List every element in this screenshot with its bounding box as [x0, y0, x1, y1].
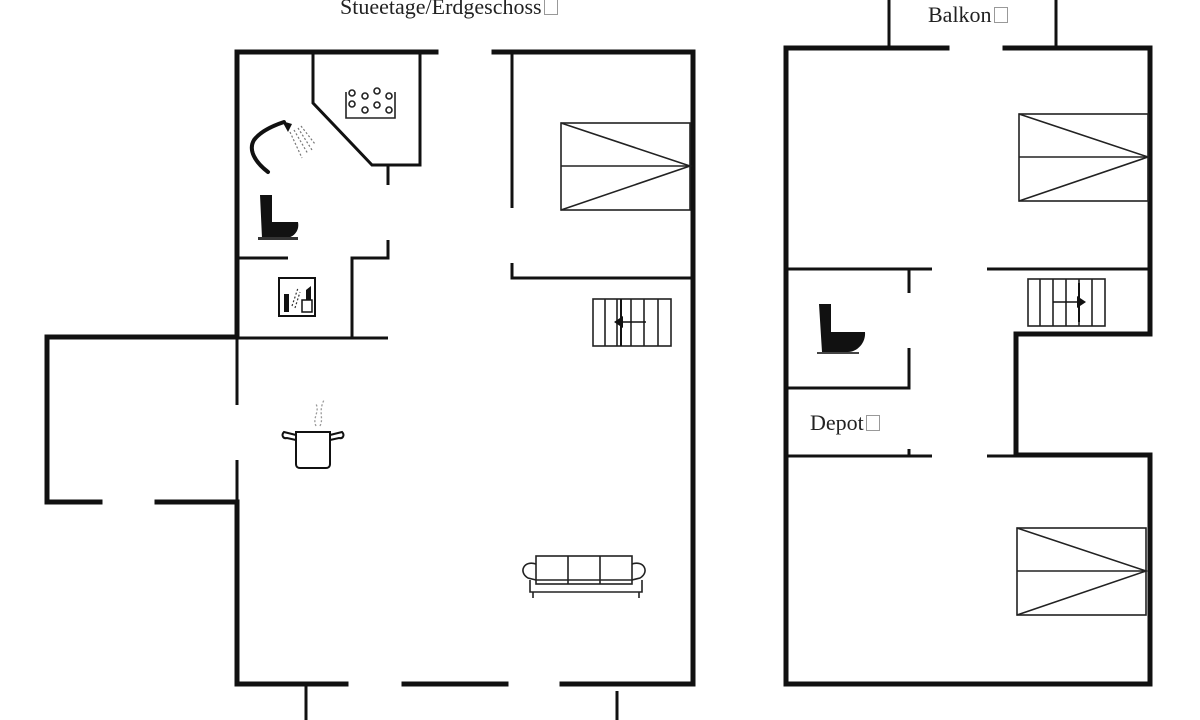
depot-label: Depot [810, 412, 880, 434]
missing-glyph-icon [993, 7, 1008, 23]
ground-exterior-walls [44, 49, 696, 687]
missing-glyph-icon [543, 0, 558, 15]
ground-floor-title-text: Stueetage/Erdgeschoss [340, 0, 542, 19]
stairs-up-icon [1027, 278, 1106, 327]
ground-floor-plan [44, 49, 696, 720]
jacuzzi-icon [345, 87, 396, 119]
balcony-label: Balkon [928, 4, 1008, 26]
ground-interior-walls [235, 54, 691, 720]
toilet-icon [817, 304, 866, 354]
double-bed-icon [1016, 527, 1149, 616]
balcony-label-text: Balkon [928, 2, 992, 27]
upper-exterior-walls [783, 45, 1153, 687]
upper-floor-plan [783, 0, 1153, 687]
sofa-icon [522, 555, 646, 598]
cooking-pot-icon [281, 399, 345, 469]
upper-interior-walls [788, 267, 1148, 458]
ground-floor-title: Stueetage/Erdgeschoss [340, 0, 558, 18]
shower-icon [249, 120, 316, 174]
stairs-down-icon [592, 298, 672, 347]
toilet-icon [258, 195, 299, 240]
double-bed-icon [1018, 113, 1151, 202]
double-bed-icon [560, 122, 693, 211]
washing-machine-icon [278, 277, 316, 317]
depot-label-text: Depot [810, 410, 864, 435]
missing-glyph-icon [865, 415, 880, 431]
balcony-railing [887, 0, 1058, 46]
